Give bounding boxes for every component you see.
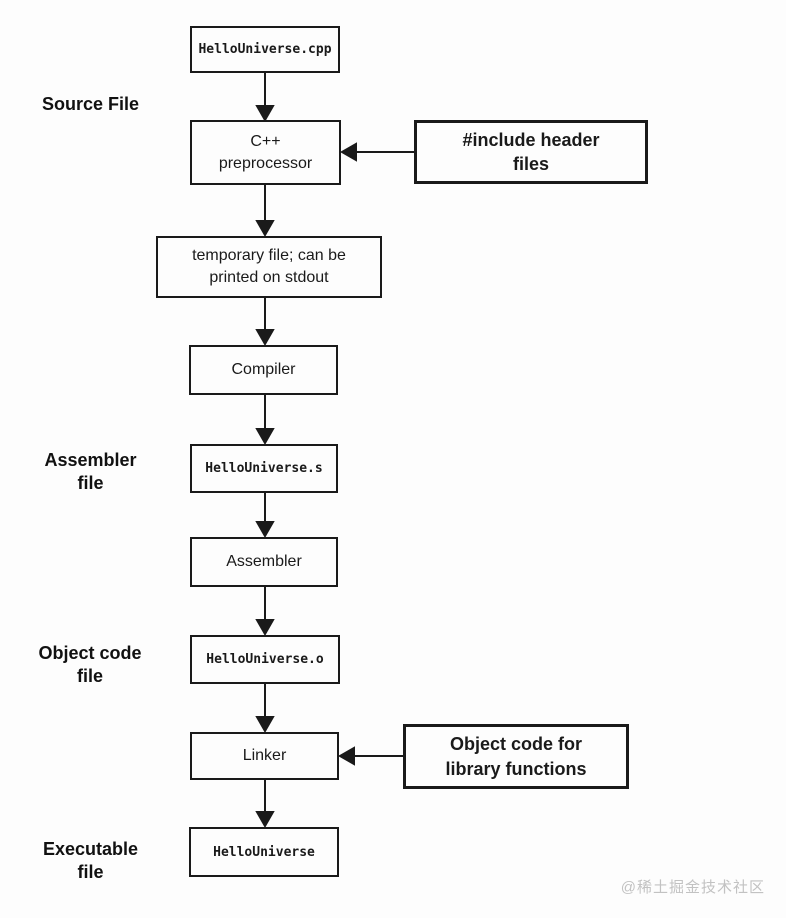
node-source-code-file: HelloUniverse.cpp bbox=[190, 26, 340, 73]
arrow-linker-to-executable bbox=[255, 780, 275, 829]
arrow-cpp-to-preprocessor bbox=[255, 73, 275, 123]
node-assembly-file: HelloUniverse.s bbox=[190, 444, 338, 493]
node-cpp-preprocessor: C++ preprocessor bbox=[190, 120, 341, 185]
node-temporary-file: temporary file; can be printed on stdout bbox=[156, 236, 382, 298]
arrow-library-to-linker bbox=[337, 746, 403, 766]
node-object-file: HelloUniverse.o bbox=[190, 635, 340, 684]
arrow-tempfile-to-compiler bbox=[255, 298, 275, 347]
node-executable: HelloUniverse bbox=[189, 827, 339, 877]
label-executable-file: Executable file bbox=[42, 839, 139, 883]
arrow-preprocessor-to-tempfile bbox=[255, 185, 275, 238]
node-library-object-code-note: Object code for library functions bbox=[403, 724, 629, 789]
arrow-objectfile-to-linker bbox=[255, 684, 275, 734]
node-linker: Linker bbox=[190, 732, 339, 780]
node-assembler: Assembler bbox=[190, 537, 338, 587]
arrow-compiler-to-assemblyfile bbox=[255, 395, 275, 446]
label-source-file: Source File bbox=[41, 94, 140, 114]
arrow-assemblyfile-to-assembler bbox=[255, 493, 275, 539]
watermark-text: @稀土掘金技术社区 bbox=[620, 879, 765, 896]
arrow-assembler-to-objectfile bbox=[255, 587, 275, 637]
label-assembler-file: Assembler file bbox=[44, 450, 137, 494]
node-compiler: Compiler bbox=[189, 345, 338, 395]
node-include-header-files-note: #include header files bbox=[414, 120, 648, 184]
label-object-code-file: Object code file bbox=[38, 643, 142, 687]
arrow-include-to-preprocessor bbox=[339, 142, 414, 162]
